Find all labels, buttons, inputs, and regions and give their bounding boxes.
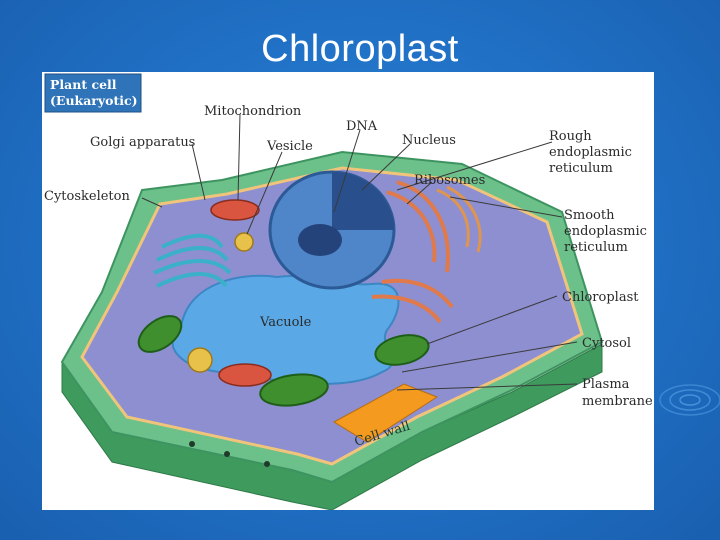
plant-cell-diagram: Plant cell (Eukaryotic): [44, 73, 653, 510]
badge-line-2: (Eukaryotic): [50, 93, 138, 108]
label-ribosomes: Ribosomes: [414, 173, 485, 188]
label-rough-er-2: endoplasmic: [549, 145, 632, 160]
label-chloroplast: Chloroplast: [562, 290, 639, 305]
nucleus: [268, 170, 396, 290]
title-badge: Plant cell (Eukaryotic): [44, 73, 142, 113]
chloroplast: [137, 315, 430, 407]
vesicle: [234, 232, 254, 252]
label-mitochondrion: Mitochondrion: [204, 104, 302, 119]
smooth-er: [436, 185, 482, 253]
label-smooth-er-3: reticulum: [564, 240, 628, 255]
label-rough-er-1: Rough: [549, 129, 592, 144]
label-vesicle: Vesicle: [266, 139, 313, 154]
label-dna: DNA: [346, 119, 378, 134]
label-smooth-er-2: endoplasmic: [564, 224, 647, 239]
leader-lines: [141, 113, 578, 391]
label-rough-er-3: reticulum: [549, 161, 613, 176]
label-smooth-er-1: Smooth: [564, 208, 615, 223]
label-plasma-membrane-1: Plasma: [582, 377, 630, 392]
golgi-apparatus: [153, 233, 232, 288]
rough-er: [371, 180, 454, 324]
label-vacuole: Vacuole: [259, 315, 312, 330]
label-golgi-apparatus: Golgi apparatus: [90, 135, 195, 150]
mitochondrion: [210, 199, 272, 387]
water-ripple-decoration: [659, 384, 720, 416]
label-cytosol: Cytosol: [582, 336, 631, 351]
plant-cell-figure: Plant cell (Eukaryotic): [42, 72, 654, 510]
label-cytoskeleton: Cytoskeleton: [44, 189, 130, 204]
badge-line-1: Plant cell: [50, 77, 117, 92]
vesicle: [187, 347, 213, 373]
slide-title: Chloroplast: [261, 28, 459, 70]
label-plasma-membrane-2: membrane: [582, 394, 653, 409]
label-nucleus: Nucleus: [402, 133, 456, 148]
